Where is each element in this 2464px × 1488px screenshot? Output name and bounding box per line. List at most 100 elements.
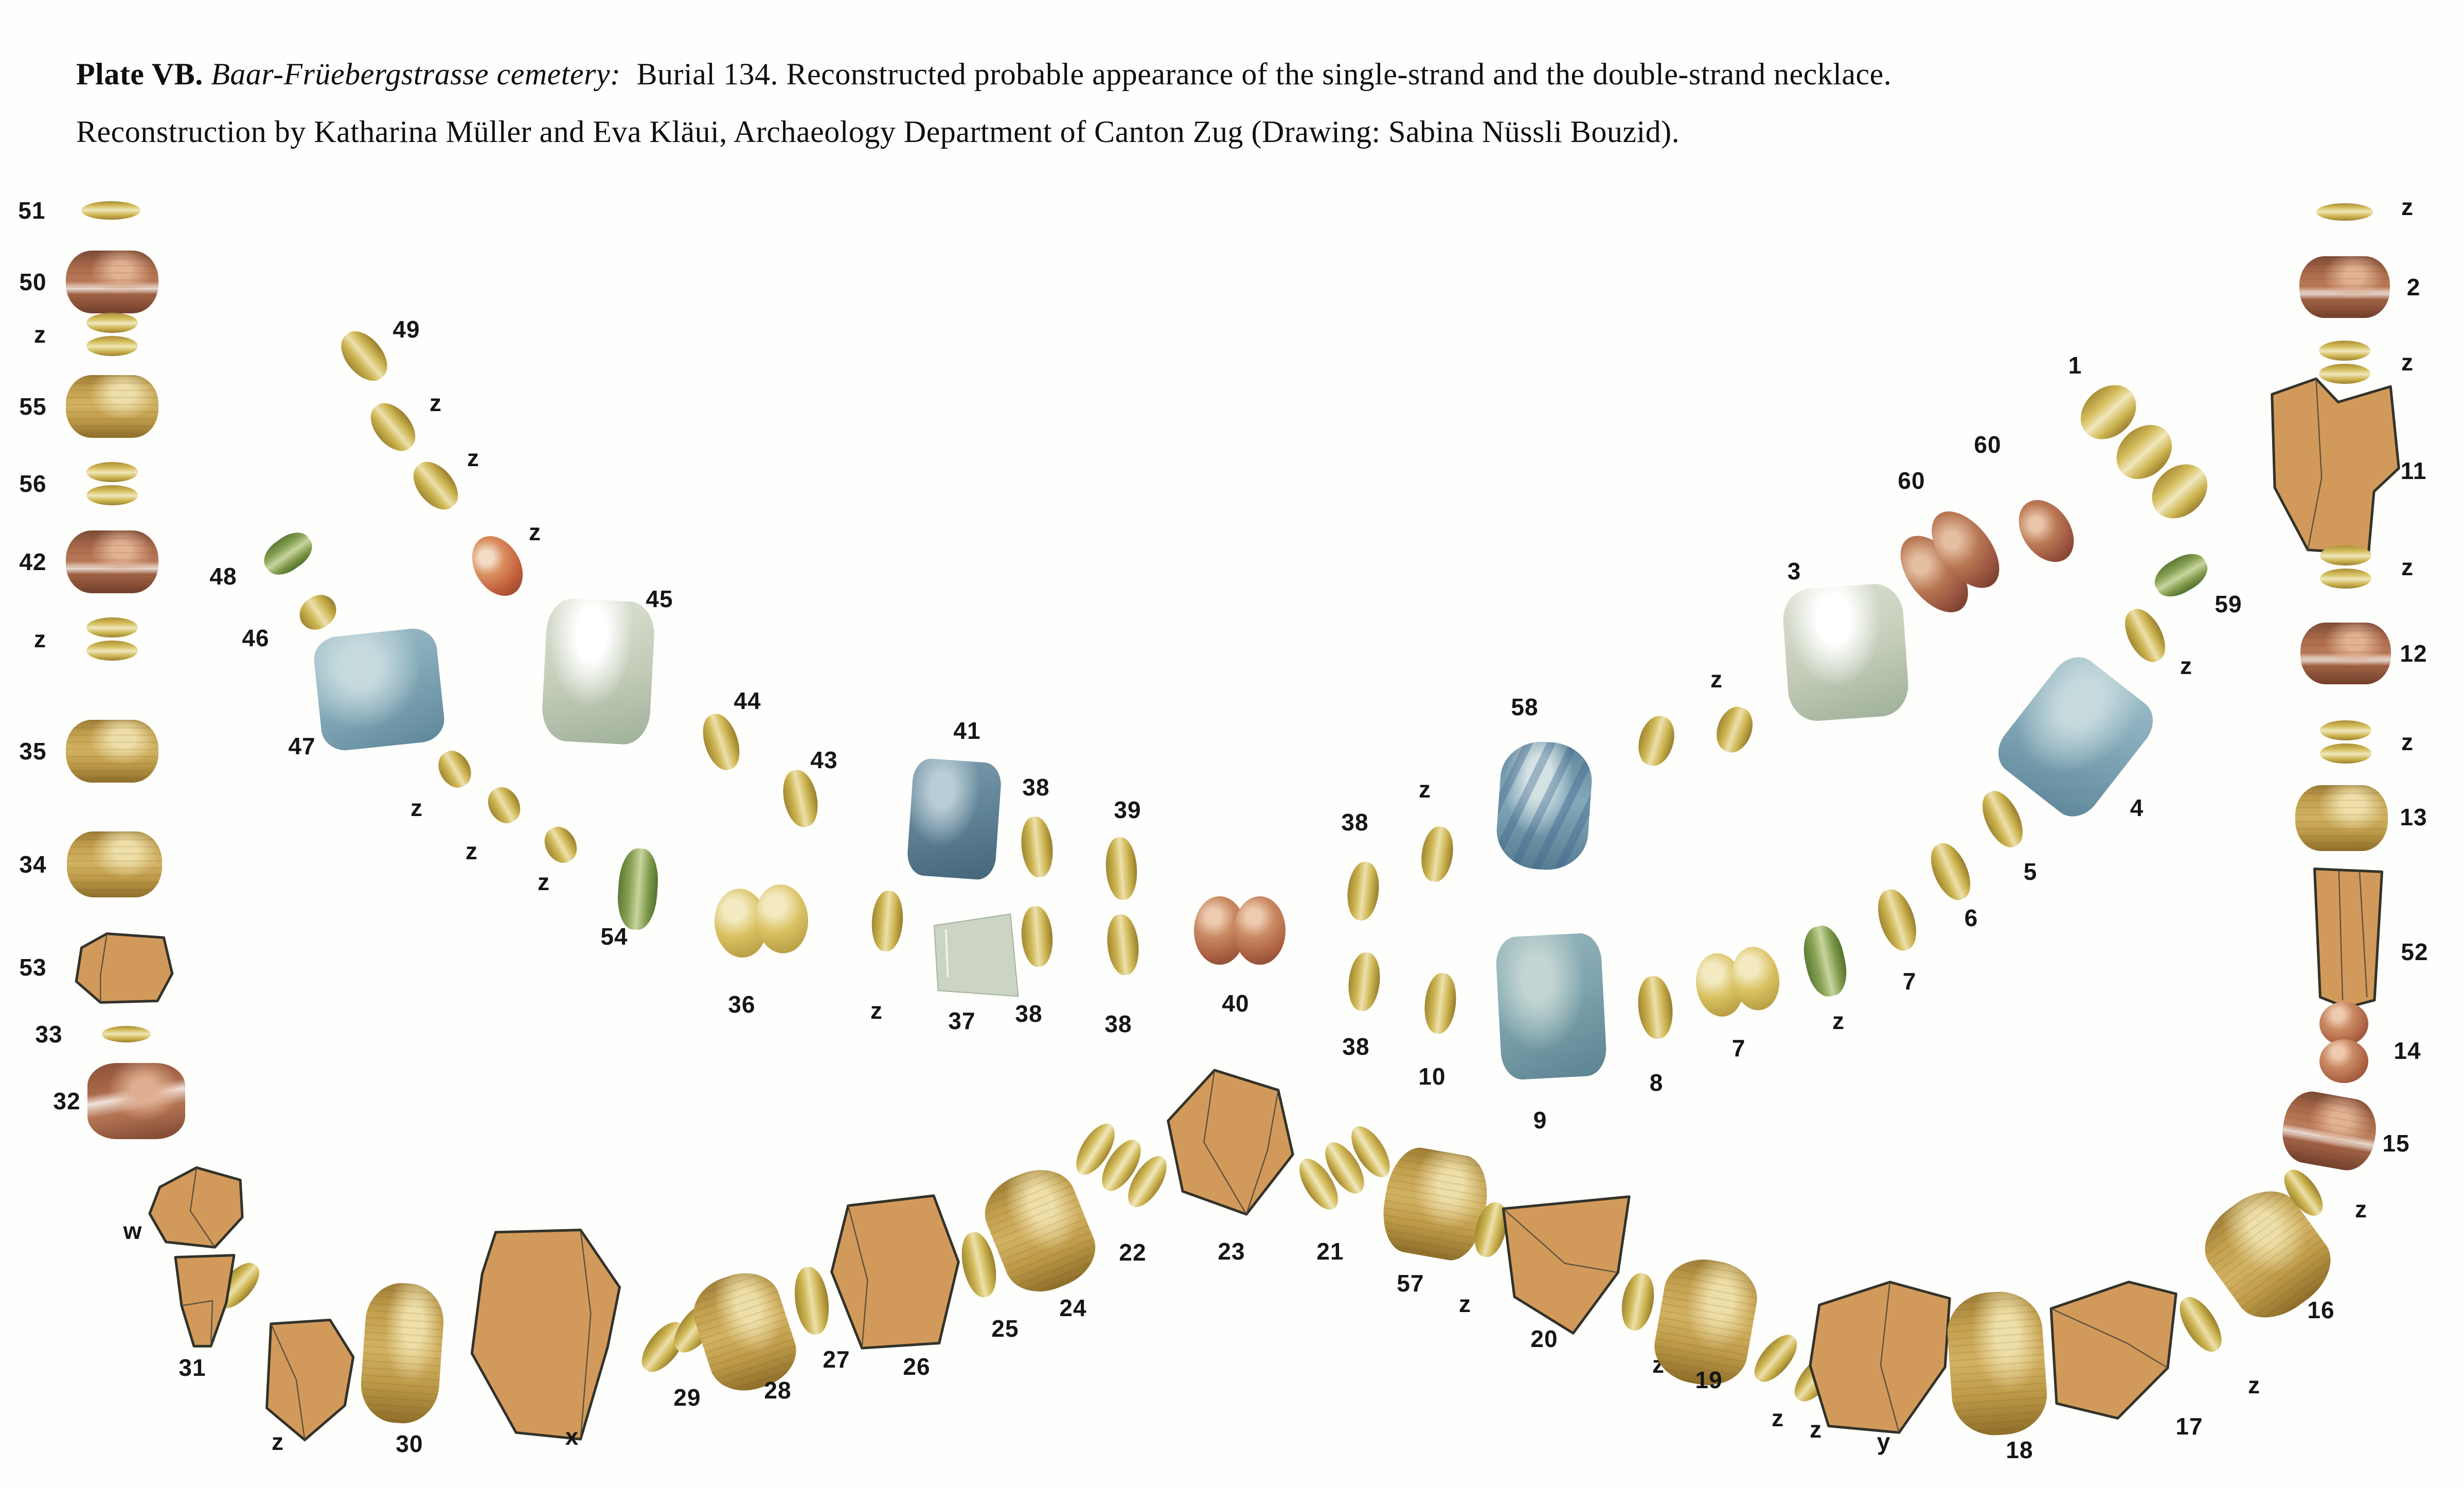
bead-label-44: 44 <box>734 687 761 714</box>
bead-label-z: z <box>1459 1290 1471 1317</box>
bead-5 <box>1974 785 2031 854</box>
bead-50 <box>66 251 158 313</box>
bead-label-50: 50 <box>19 269 47 295</box>
bead-label-z: z <box>2401 349 2414 376</box>
bead-31 <box>166 1251 243 1350</box>
bead-label-31: 31 <box>178 1354 206 1381</box>
bead-label-58: 58 <box>1511 694 1539 720</box>
bead-label-59: 59 <box>2215 591 2242 617</box>
bead-54 <box>615 847 660 931</box>
bead-label-36: 36 <box>728 991 756 1018</box>
bead-15 <box>2277 1087 2381 1175</box>
bead-label-9: 9 <box>1533 1107 1547 1133</box>
bead-label-z: z <box>2401 193 2414 220</box>
amber-fragment-shape <box>1164 1066 1297 1219</box>
bead-label-15: 15 <box>2382 1130 2410 1157</box>
bead-label-43: 43 <box>810 747 838 773</box>
bead-z <box>2316 203 2373 221</box>
bead-30 <box>358 1281 447 1426</box>
bead-label-38: 38 <box>1104 1011 1132 1037</box>
bead-label-z: z <box>2248 1372 2260 1398</box>
bead-label-8: 8 <box>1649 1069 1664 1096</box>
bead-49 <box>332 323 396 389</box>
bead-label-7: 7 <box>1731 1035 1746 1061</box>
bead-label-60: 60 <box>1974 431 2002 458</box>
bead-label-12: 12 <box>2400 640 2427 667</box>
bead-3 <box>1781 582 1911 723</box>
bead-38 <box>1019 905 1055 968</box>
bead-22 <box>1068 1117 1174 1214</box>
bead-label-z: z <box>2401 729 2414 755</box>
bead-z <box>86 313 138 356</box>
bead-label-13: 13 <box>2400 804 2427 830</box>
caption-line1: Plate VB. Baar-Früebergstrasse cemetery:… <box>76 45 1959 103</box>
bead-label-z: z <box>410 794 423 821</box>
bead-z <box>1798 922 1852 1000</box>
bead-38 <box>1346 951 1383 1013</box>
bead-label-25: 25 <box>991 1315 1019 1342</box>
bead-36 <box>711 880 812 962</box>
amber-fragment-shape <box>1495 1188 1635 1339</box>
bead-z <box>1747 1328 1805 1389</box>
bead-label-53: 53 <box>19 954 47 981</box>
bead-label-22: 22 <box>1119 1239 1147 1266</box>
bead-z <box>2319 341 2370 384</box>
bead-label-48: 48 <box>209 563 237 590</box>
bead-label-45: 45 <box>646 586 673 612</box>
bead-z <box>432 745 477 793</box>
bead-56 <box>86 462 138 505</box>
amber-fragment-shape <box>458 1226 628 1446</box>
bead-label-z: z <box>466 838 478 864</box>
bead-z <box>538 821 583 869</box>
bead-z <box>869 890 905 952</box>
bead-label-57: 57 <box>1397 1270 1424 1297</box>
bead-label-z: z <box>1832 1007 1845 1034</box>
bead-33 <box>101 1026 151 1042</box>
bead-label-z: z <box>272 1428 284 1455</box>
bead-18 <box>1944 1288 2049 1439</box>
bead-7 <box>1691 942 1784 1022</box>
bead-label-5: 5 <box>2023 858 2038 885</box>
bead-52 <box>2301 863 2395 1012</box>
caption-line2-text: Reconstruction by Katharina Müller and E… <box>76 115 1680 149</box>
bead-label-27: 27 <box>823 1346 850 1373</box>
bead-label-19: 19 <box>1695 1367 1723 1393</box>
caption-line2: Reconstruction by Katharina Müller and E… <box>76 103 1959 161</box>
bead-label-37: 37 <box>948 1007 976 1034</box>
bead-label-40: 40 <box>1222 990 1249 1017</box>
bead-1 <box>2069 374 2219 529</box>
bead-43 <box>778 767 823 830</box>
caption-line1-text: Burial 134. Reconstructed probable appea… <box>636 57 1892 91</box>
bead-label-14: 14 <box>2394 1037 2421 1064</box>
bead-35 <box>66 720 158 783</box>
amber-fragment-shape <box>1804 1276 1957 1439</box>
bead-w <box>146 1162 247 1251</box>
bead-z <box>2117 603 2173 668</box>
bead-46 <box>293 588 343 636</box>
bead-label-y: y <box>1877 1428 1891 1455</box>
bead-label-z: z <box>430 389 442 416</box>
bead-7 <box>1871 884 1923 955</box>
bead-label-3: 3 <box>1787 558 1801 584</box>
bead-label-52: 52 <box>2401 938 2429 965</box>
bead-38 <box>1104 913 1142 977</box>
bead-label-42: 42 <box>19 548 47 575</box>
bead-label-46: 46 <box>242 625 270 651</box>
amber-fragment-shape <box>71 928 176 1006</box>
bead-label-11: 11 <box>2400 457 2427 484</box>
bead-label-32: 32 <box>53 1088 81 1114</box>
bead-label-10: 10 <box>1418 1063 1446 1090</box>
bead-9 <box>1494 932 1608 1081</box>
bead-44 <box>697 709 746 775</box>
bead-label-16: 16 <box>2307 1297 2335 1323</box>
bead-60 <box>2007 489 2085 573</box>
plate-caption: Plate VB. Baar-Früebergstrasse cemetery:… <box>76 45 1959 161</box>
bead-42 <box>66 530 158 593</box>
bead-label-38: 38 <box>1022 774 1050 801</box>
bead-label-34: 34 <box>19 851 47 878</box>
bead-label-23: 23 <box>1218 1238 1245 1265</box>
bead-label-60: 60 <box>1898 467 1925 494</box>
bead-label-z: z <box>1419 776 1431 803</box>
